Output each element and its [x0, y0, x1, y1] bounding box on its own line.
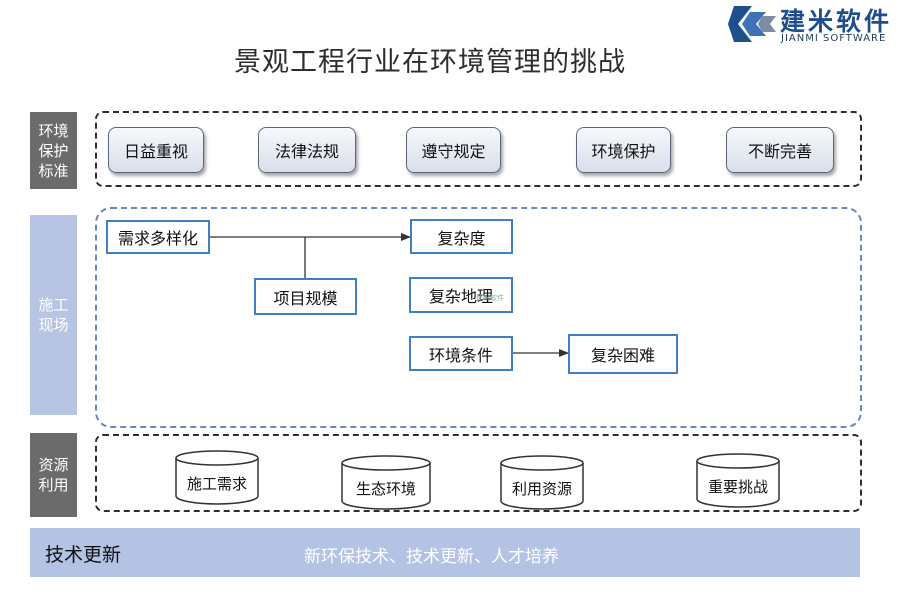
- resource-item-construction-demand: 施工需求: [175, 450, 259, 506]
- node-project-scale: 项目规模: [254, 278, 357, 315]
- env-item-env-protection: 环境保护: [576, 127, 671, 173]
- watermark-logo: 建米软件: [476, 294, 504, 302]
- node-complexity: 复杂度: [410, 219, 513, 254]
- footer-bar: [30, 528, 860, 577]
- cylinder-shape: [696, 453, 780, 508]
- env-item-increasing-attention: 日益重视: [108, 127, 204, 173]
- construction-site-panel: [95, 207, 862, 428]
- env-item-laws-regulations: 法律法规: [258, 127, 356, 173]
- resource-item-label: 生态环境: [355, 479, 416, 498]
- section-label-construction-site: 施工现场: [30, 215, 77, 415]
- env-standards-panel: [95, 111, 862, 187]
- footer-label: 技术更新: [45, 544, 122, 566]
- resource-item-ecological-env: 生态环境: [341, 455, 431, 511]
- node-complex-difficulty: 复杂困难: [568, 334, 678, 374]
- brand-logo-icon: [728, 6, 776, 42]
- brand-name: 建米软件: [780, 7, 893, 36]
- section-label-resource-use: 资源利用: [30, 433, 77, 517]
- resource-item-label: 利用资源: [511, 479, 572, 498]
- page-title: 景观工程行业在环境管理的挑战: [234, 47, 626, 78]
- env-item-compliance: 遵守规定: [406, 127, 501, 173]
- resource-use-panel: [95, 434, 862, 512]
- resource-item-key-challenge: 重要挑战: [696, 453, 780, 509]
- cylinder-shape: [500, 455, 584, 510]
- env-item-continuous-improvement: 不断完善: [726, 127, 834, 173]
- cylinder-shape: [341, 455, 431, 510]
- resource-item-use-resources: 利用资源: [500, 455, 584, 511]
- node-diverse-demand: 需求多样化: [106, 220, 210, 254]
- resource-item-label: 施工需求: [186, 474, 247, 493]
- brand-name-en: JIANMI SOFTWARE: [781, 33, 887, 44]
- section-label-env-standards: 环境保护标准: [30, 112, 77, 189]
- resource-item-label: 重要挑战: [707, 477, 768, 496]
- footer-text: 新环保技术、技术更新、人才培养: [304, 547, 559, 567]
- node-complex-geography: 复杂地理: [409, 277, 513, 313]
- cylinder-shape: [175, 450, 259, 505]
- node-env-conditions: 环境条件: [409, 336, 513, 371]
